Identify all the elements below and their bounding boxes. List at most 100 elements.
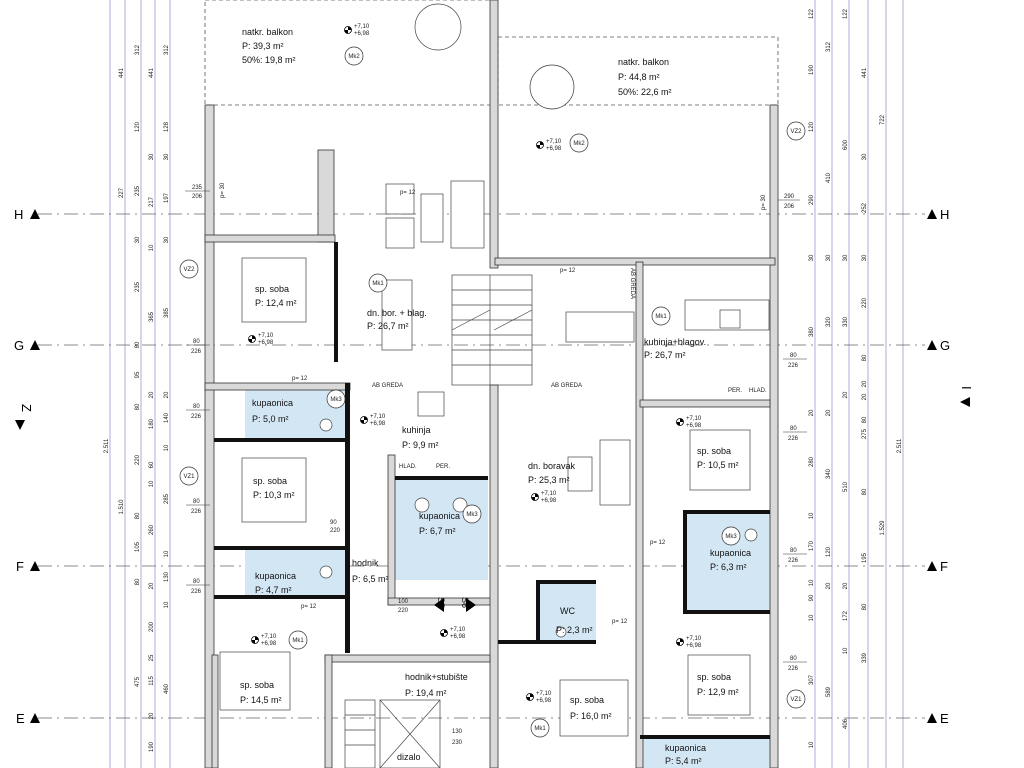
axis-f: F F (16, 559, 948, 574)
room-name: sp. soba (570, 695, 604, 705)
opening-height: 206 (784, 204, 795, 210)
tag-label: Mk1 (655, 314, 667, 320)
room-sp-soba-12-4: sp. soba P: 12,4 m² (255, 284, 297, 308)
door-width: 80 (790, 426, 797, 432)
dimension-label: 2.511 (104, 438, 110, 453)
room-hodnik-stubiste: hodnik+stubište P: 19,4 m² (405, 672, 468, 698)
section-arrow-icon (927, 209, 937, 219)
dimension-label: 10 (164, 550, 170, 557)
tag-label: Mk3 (330, 397, 342, 403)
dimension-label: 140 (164, 412, 170, 423)
room-name: dn. bor. + blag. (367, 308, 427, 318)
staircase (344, 274, 533, 768)
dimension-label: 172 (843, 610, 849, 621)
dimension-label: 120 (135, 121, 141, 132)
level-bottom: +6,98 (536, 698, 552, 704)
room-area: P: 5,0 m² (252, 414, 289, 424)
room-dizalo: dizalo (397, 752, 421, 762)
room-name: kupaonica (419, 511, 460, 521)
tag-mk1: Mk1 (288, 630, 308, 650)
room-sp-soba-10-3: sp. soba P: 10,3 m² (253, 476, 295, 500)
level-marker-fill (440, 629, 448, 637)
room-name: natkr. balkon (618, 57, 669, 67)
dimension-label: 60 (149, 461, 155, 468)
dimension-label: 220 (135, 454, 141, 465)
section-marker-z: Z (15, 404, 34, 430)
opening-width: 90 (330, 520, 337, 526)
opening-right-top: 290 206 (778, 194, 800, 210)
appliance-washer-label: PER. (728, 388, 742, 394)
furniture (219, 3, 770, 737)
tag-circle (786, 121, 806, 141)
dimension-label: 30 (809, 254, 815, 261)
door-width: 80 (193, 499, 200, 505)
opening-height: 230 (452, 740, 463, 746)
dimension-label: 385 (164, 307, 170, 318)
dimension-label: 235 (135, 185, 141, 196)
axis-g: G G (14, 338, 950, 353)
level-marker-fill (531, 493, 539, 501)
section-arrow-icon (927, 340, 937, 350)
tag-vz1: VZ1 (179, 466, 199, 486)
dimension-label: 252 (862, 202, 868, 213)
tag-mk2: Mk2 (344, 46, 364, 66)
dimension-label: 197 (164, 192, 170, 203)
dimension-label: 441 (862, 67, 868, 78)
room-name: sp. soba (240, 680, 274, 690)
section-arrow-icon (30, 340, 40, 350)
dimension-label: 260 (149, 524, 155, 535)
tag-circle (462, 504, 482, 524)
dimension-label: 80 (862, 354, 868, 361)
parapet-label: p= 12 (292, 376, 308, 382)
room-kupaonica-6-3: kupaonica P: 6,3 m² (710, 548, 751, 572)
section-marker-i: I (959, 386, 974, 407)
section-label-z: Z (19, 404, 34, 412)
room-area: P: 26,7 m² (644, 350, 686, 360)
room-name: hodnik+stubište (405, 672, 468, 682)
dimension-label: 589 (826, 686, 832, 697)
axis-label-f-right: F (940, 559, 948, 574)
level-top: +7,10 (686, 636, 702, 642)
dimension-label: 1.510 (119, 499, 125, 515)
dimension-label: 30 (149, 153, 155, 160)
level-top: +7,10 (686, 416, 702, 422)
door-width: 80 (790, 656, 797, 662)
axis-label-e-right: E (940, 711, 949, 726)
tag-circle (569, 133, 589, 153)
opening-lift: 130 230 (452, 729, 463, 746)
dimension-label: 10 (164, 601, 170, 608)
room-area: P: 14,5 m² (240, 695, 282, 705)
dimension-label: 30 (862, 153, 868, 160)
tag-vz1: VZ1 (786, 689, 806, 709)
dimension-label: 10 (164, 444, 170, 451)
level-marker: +7,10+6,98 (360, 414, 386, 427)
dimension-label: 30 (862, 254, 868, 261)
dimension-label: 130 (164, 571, 170, 582)
dimension-label: 80 (135, 512, 141, 519)
room-area: P: 9,9 m² (402, 440, 439, 450)
dimension-label: 122 (809, 8, 815, 19)
dimension-label: 20 (149, 582, 155, 589)
room-name: natkr. balkon (242, 27, 293, 37)
tag-mk1: Mk1 (368, 273, 388, 293)
level-marker-fill (360, 416, 368, 424)
dimension-label: 30 (135, 236, 141, 243)
door-height: 226 (788, 558, 799, 564)
dimension-label: 10 (809, 614, 815, 621)
room-area: P: 12,9 m² (697, 687, 739, 697)
room-kupaonica-5-4: kupaonica P: 5,4 m² (665, 743, 706, 766)
level-marker-fill (251, 636, 259, 644)
level-markers: +7,10+6,98+7,10+6,98+7,10+6,98+7,10+6,98… (248, 24, 702, 704)
dimension-lines (109, 0, 904, 768)
room-kuhinja: kuhinja P: 9,9 m² (402, 425, 439, 450)
level-marker: +7,10+6,98 (676, 636, 702, 649)
level-bottom: +6,98 (686, 423, 702, 429)
dimension-label: 320 (826, 316, 832, 327)
section-arrow-icon (30, 713, 40, 723)
dimension-label: 115 (149, 676, 155, 686)
opening-width: 130 (452, 729, 463, 735)
tag-vz2: VZ2 (179, 259, 199, 279)
